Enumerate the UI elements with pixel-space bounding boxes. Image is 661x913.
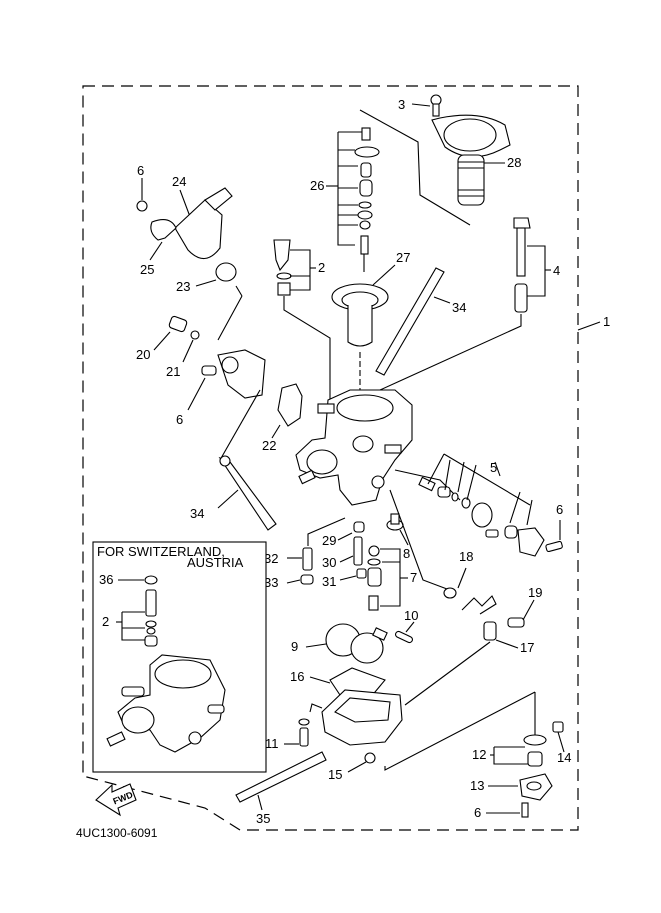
callout-22: 22 (262, 438, 276, 453)
callout-32: 32 (264, 551, 278, 566)
top-cover-dome (443, 118, 497, 152)
callout-21: 21 (166, 364, 180, 379)
diaphragm-group: 12 13 6 14 (470, 692, 571, 820)
drain-hose-35: 35 (235, 751, 327, 826)
callout-6b: 6 (176, 412, 183, 427)
hose-34-lower: 34 (190, 455, 277, 531)
screw-shank (432, 103, 440, 117)
callout-4: 4 (553, 263, 560, 278)
inset-title-line1: FOR SWITZERLAND, (97, 544, 225, 559)
assembly-boundary (82, 85, 579, 831)
callout-33: 33 (264, 575, 278, 590)
callout-6c: 6 (556, 502, 563, 517)
callout-31: 31 (322, 574, 336, 589)
jets-group: 8 29 30 31 7 32 33 (264, 513, 417, 611)
float-chamber: 16 11 15 (265, 667, 536, 782)
callout-26: 26 (310, 178, 324, 193)
callout-29: 29 (322, 533, 336, 548)
callout-2: 2 (318, 260, 325, 275)
callout-12: 12 (472, 747, 486, 762)
callout-27: 27 (396, 250, 410, 265)
accelerator-pump-group: 20 21 6 (136, 315, 266, 461)
gasket-22: 22 (262, 383, 303, 453)
inset-callout-36: 36 (99, 572, 113, 587)
float-9: 9 10 (291, 608, 418, 664)
top-cover-assembly: 3 28 (359, 94, 521, 226)
inset-switzerland-austria: FOR SWITZERLAND, AUSTRIA 36 2 (92, 541, 267, 773)
lever-group: 18 19 17 (389, 489, 542, 706)
callout-24: 24 (172, 174, 186, 189)
starter-plunger-5: 5 6 (418, 453, 563, 557)
callout-13: 13 (470, 778, 484, 793)
hose-34-upper: 34 (375, 267, 466, 376)
needle-jet-holder-27: 27 (331, 250, 410, 410)
callout-19: 19 (528, 585, 542, 600)
callout-7: 7 (410, 570, 417, 585)
inset-callout-2: 2 (102, 614, 109, 629)
callout-14: 14 (557, 750, 571, 765)
fwd-arrow-icon: FWD (95, 783, 137, 817)
pilot-screw-2: 2 (273, 239, 331, 400)
callout-30: 30 (322, 555, 336, 570)
throttle-stop-screw-4: 4 (379, 217, 560, 391)
callout-1: 1 (603, 314, 610, 329)
callout-8: 8 (403, 546, 410, 561)
callout-34b: 34 (452, 300, 466, 315)
sensor-group-24: 6 24 25 23 (136, 163, 243, 341)
callout-11: 11 (265, 736, 279, 751)
callout-6d: 6 (474, 805, 481, 820)
callout-6a: 6 (137, 163, 144, 178)
callout-20: 20 (136, 347, 150, 362)
carburetor-body (295, 389, 461, 506)
callout-9: 9 (291, 639, 298, 654)
callout-15: 15 (328, 767, 342, 782)
callout-35: 35 (256, 811, 270, 826)
callout-3: 3 (398, 97, 405, 112)
callout-18: 18 (459, 549, 473, 564)
inset-title-line2: AUSTRIA (187, 555, 244, 570)
callout-25: 25 (140, 262, 154, 277)
callout-10: 10 (404, 608, 418, 623)
leader-1 (577, 321, 601, 331)
callout-28: 28 (507, 155, 521, 170)
callout-5: 5 (490, 460, 497, 475)
callout-23: 23 (176, 279, 190, 294)
needle-set-26: 26 (310, 127, 380, 272)
callout-34a: 34 (190, 506, 204, 521)
drawing-code: 4UC1300-6091 (76, 826, 158, 840)
callout-17: 17 (520, 640, 534, 655)
callout-16: 16 (290, 669, 304, 684)
